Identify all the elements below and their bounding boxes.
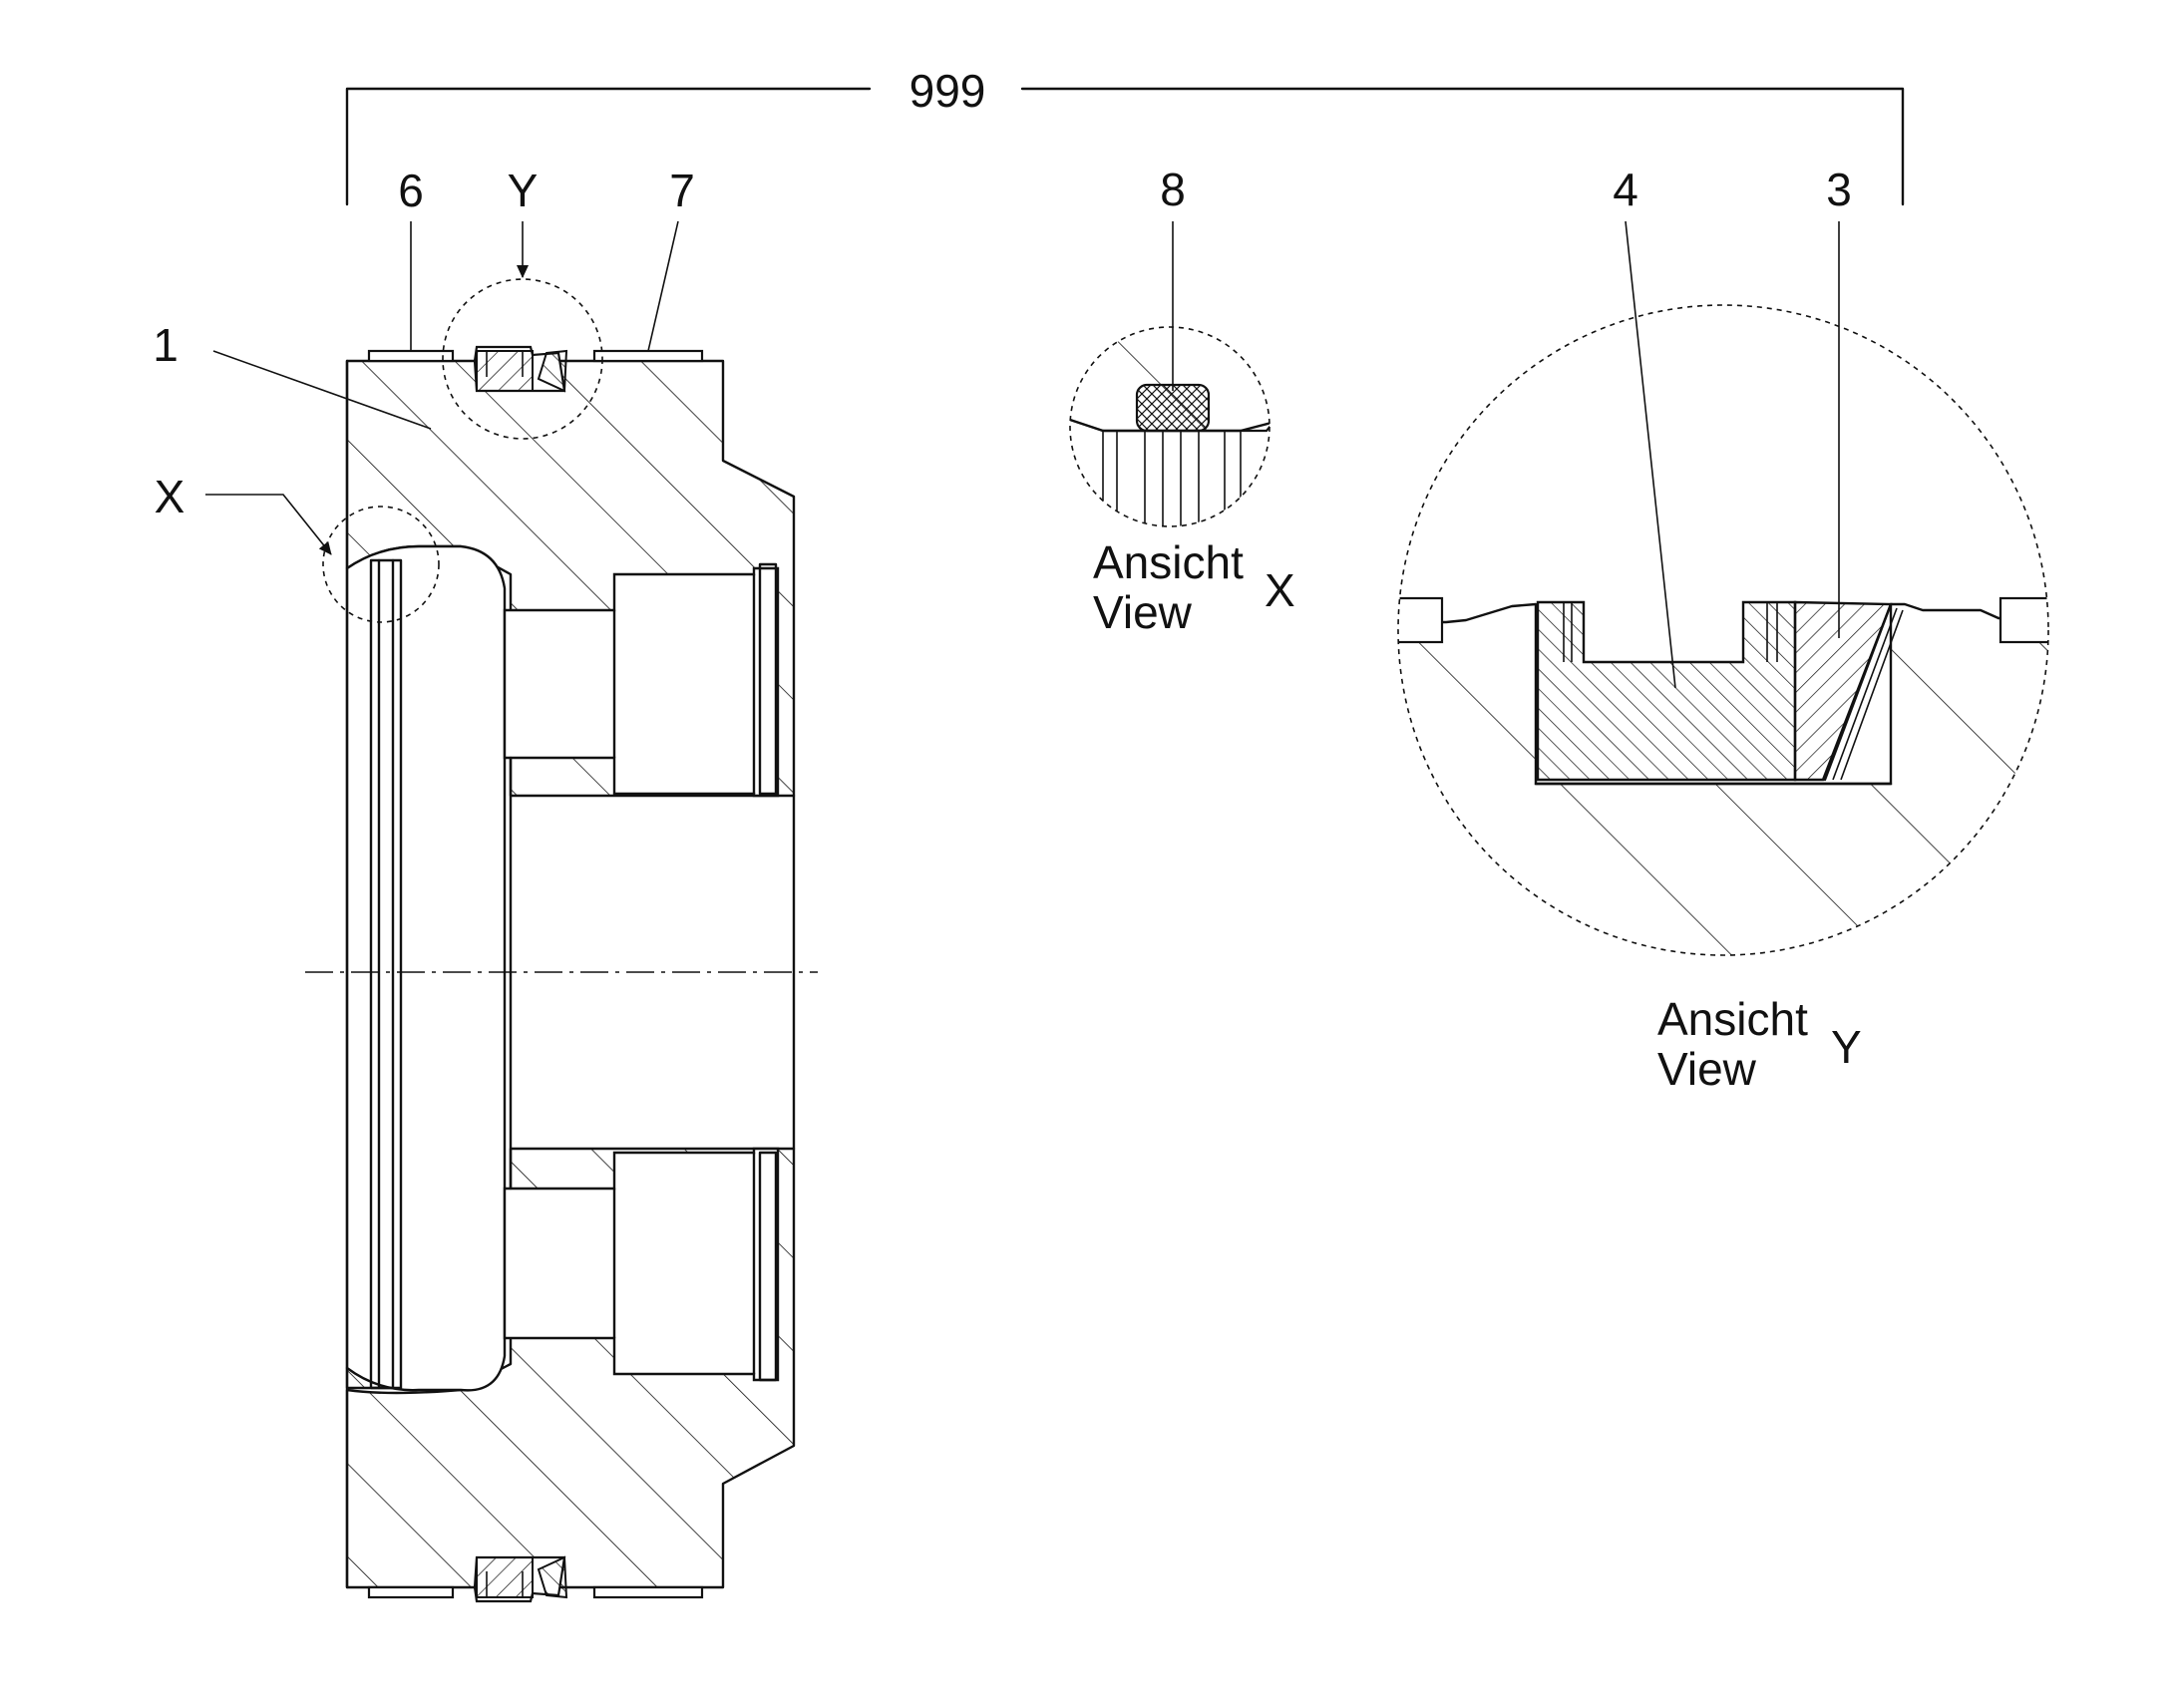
left-seal-ring [369,558,403,1390]
view-x-title-en: View [1093,586,1193,638]
callout-6: 6 [398,165,424,216]
strip-7-top [592,349,704,363]
view-y-title-en: View [1657,1043,1757,1095]
callout-y: Y [508,165,539,216]
callout-x: X [155,471,185,522]
callout-8: 8 [1160,164,1186,215]
callout-1: 1 [153,319,179,371]
detail-circle-y [442,278,603,440]
callout-3: 3 [1826,164,1852,215]
seal-ring-4 [1536,600,1797,782]
view-y-letter: Y [1831,1021,1862,1073]
callout-7: 7 [669,165,695,216]
main-section-view [305,278,818,1603]
strip-6-top [367,349,455,363]
callouts: 6 Y 7 1 X [153,165,695,555]
assembly-number: 999 [909,65,986,117]
callout-4: 4 [1613,164,1638,215]
detail-circle-x [322,506,440,623]
view-x-detail: 8 Ansicht View X [1069,164,1295,638]
assembly-bracket: 999 [345,65,1905,206]
view-y-detail: 4 3 Ansicht View Y [1397,164,2049,1095]
view-x-title-de: Ansicht [1093,536,1244,588]
seal-ring-8 [1135,383,1211,433]
view-x-letter: X [1265,564,1295,616]
seal-ring-3 [1793,600,1893,782]
view-y-title-de: Ansicht [1657,993,1808,1045]
